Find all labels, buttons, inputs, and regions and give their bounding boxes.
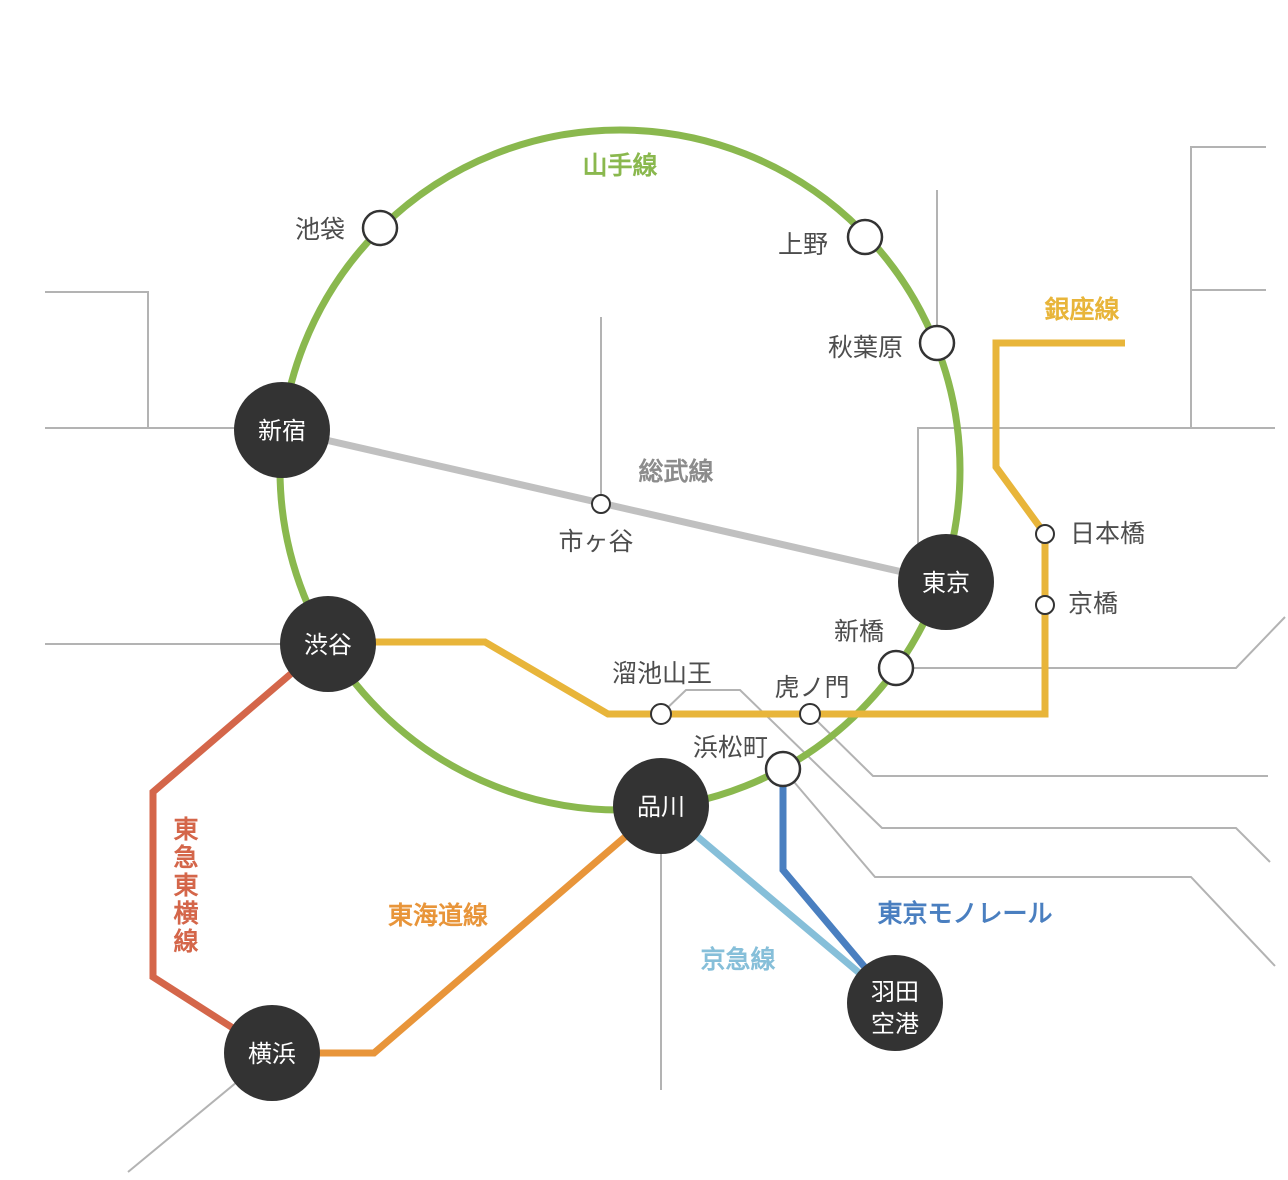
bg-line-east-north [1190,146,1266,428]
tokyu-toyoko-line [149,639,331,1056]
shibuya-station-marker[interactable] [280,596,376,692]
haneda-station-marker[interactable] [847,955,943,1051]
bg-line-tokyo-north [917,427,1275,580]
toranomon-station-marker[interactable] [799,703,821,725]
hamamatsucho-label: 浜松町 [693,733,768,762]
akihabara-station-marker[interactable] [918,324,956,362]
yokohama-label: 横浜 [248,1040,296,1068]
ginza-line-label: 銀座線 [1044,295,1119,324]
shinjuku-station-marker[interactable] [234,382,330,478]
toranomon-label: 虎ノ門 [774,673,849,702]
tameike-sanno-station-marker[interactable] [650,703,672,725]
haneda-label-line2: 空港 [871,1010,919,1038]
nihonbashi-station-marker[interactable] [1035,524,1055,544]
akihabara-label: 秋葉原 [828,333,903,362]
shimbashi-label: 新橋 [834,617,884,646]
sobu-line [281,426,947,586]
nihonbashi-label: 日本橋 [1070,519,1145,548]
sobu-line-label: 総武線 [638,457,713,486]
yamanote-line-label: 山手線 [582,151,657,180]
hamamatsucho-station-marker[interactable] [764,750,802,788]
tokyo-station-marker[interactable] [898,534,994,630]
yokohama-station-marker[interactable] [224,1005,320,1101]
ikebukuro-label: 池袋 [295,215,345,244]
shimbashi-station-marker[interactable] [877,649,915,687]
kyobashi-label: 京橋 [1068,589,1118,618]
keikyu-line [658,803,898,1006]
ginza-line [328,339,1125,718]
bg-line-hamamatsucho-southeast [782,768,1276,967]
bg-line-west [45,291,149,428]
shibuya-label: 渋谷 [304,631,352,659]
shinagawa-label: 品川 [637,793,685,821]
ikebukuro-station-marker[interactable] [361,209,399,247]
keikyu-line-label: 京急線 [700,945,775,974]
bg-line-toranomon-southeast [809,713,1268,777]
haneda-label-line1: 羽田 [871,978,919,1006]
ichigaya-label: 市ヶ谷 [558,527,633,556]
monorail-line [779,769,898,1006]
shinagawa-station-marker[interactable] [613,758,709,854]
bg-line-shimbashi-east [896,616,1286,669]
shinjuku-label: 新宿 [258,417,306,445]
monorail-line-label: 東京モノレール [877,899,1052,928]
ichigaya-station-marker[interactable] [591,494,611,514]
tokyu-toyoko-line-label: 東急東横線 [173,815,198,956]
ueno-station-marker[interactable] [846,218,884,256]
bg-line-tameike-southeast [660,689,1271,863]
kyobashi-station-marker[interactable] [1035,595,1055,615]
tokaido-line-label: 東海道線 [388,901,488,930]
ueno-label: 上野 [778,230,828,259]
tameike-sanno-label: 溜池山王 [612,659,712,688]
tokyo-label: 東京 [922,569,970,597]
